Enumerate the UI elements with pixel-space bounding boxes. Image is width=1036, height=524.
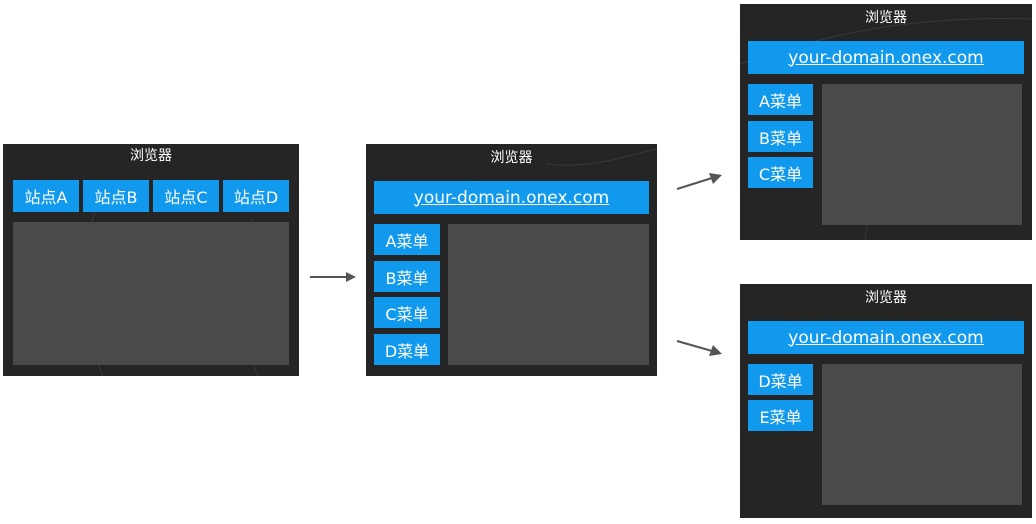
arrow-up-right-icon — [676, 173, 722, 190]
menu-e-button[interactable]: E菜单 — [748, 400, 813, 431]
arrow-down-right-icon — [676, 340, 722, 356]
content-area — [448, 224, 649, 365]
arrow-right-icon — [310, 272, 356, 282]
menu-c-button[interactable]: C菜单 — [748, 157, 813, 188]
window-title: 浏览器 — [130, 148, 172, 164]
site-tab-c[interactable]: 站点C — [153, 180, 219, 212]
site-tab-d[interactable]: 站点D — [223, 180, 289, 212]
menu-d-button[interactable]: D菜单 — [374, 334, 440, 365]
url-bar[interactable]: your-domain.onex.com — [748, 321, 1024, 354]
window-title: 浏览器 — [865, 10, 907, 26]
browser-window-menus-abc: 浏览器 your-domain.onex.com A菜单 B菜单 C菜单 — [740, 4, 1032, 240]
window-title: 浏览器 — [490, 150, 533, 166]
menu-b-button[interactable]: B菜单 — [374, 261, 440, 292]
site-tab-a[interactable]: 站点A — [13, 180, 79, 212]
url-bar[interactable]: your-domain.onex.com — [748, 41, 1024, 74]
content-area — [822, 364, 1022, 505]
url-bar[interactable]: your-domain.onex.com — [374, 181, 649, 214]
browser-window-menus-de: 浏览器 your-domain.onex.com D菜单 E菜单 — [740, 284, 1032, 518]
browser-window-domain: 浏览器 your-domain.onex.com A菜单 B菜单 C菜单 D菜单 — [366, 144, 657, 376]
menu-b-button[interactable]: B菜单 — [748, 121, 813, 152]
content-area — [13, 222, 289, 365]
browser-window-sites: 浏览器 站点A 站点B 站点C 站点D — [3, 144, 299, 376]
site-tab-b[interactable]: 站点B — [83, 180, 149, 212]
menu-a-button[interactable]: A菜单 — [374, 224, 440, 255]
content-area — [822, 84, 1022, 225]
menu-d-button[interactable]: D菜单 — [748, 364, 813, 395]
menu-a-button[interactable]: A菜单 — [748, 84, 813, 115]
menu-c-button[interactable]: C菜单 — [374, 297, 440, 328]
window-title: 浏览器 — [865, 290, 907, 306]
